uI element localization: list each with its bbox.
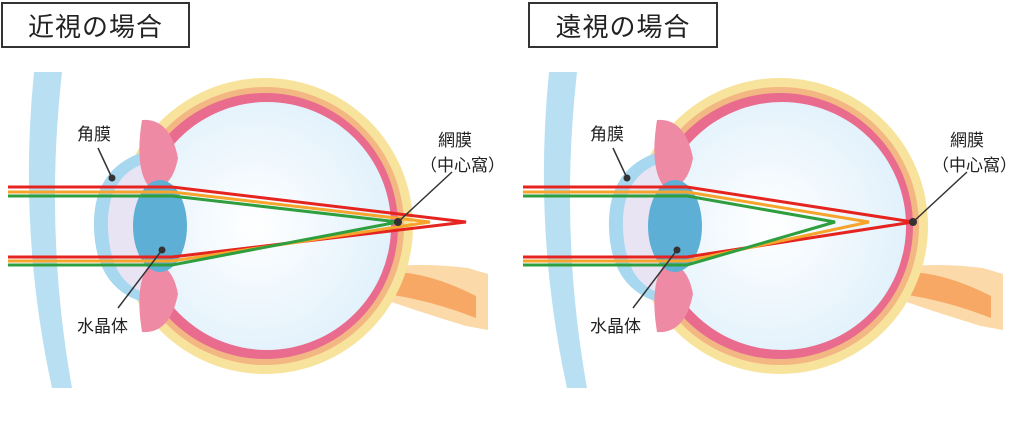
retina-leader-line — [912, 171, 968, 223]
cornea-label: 角膜 — [77, 125, 111, 145]
cornea-leader-line — [612, 147, 628, 179]
cornea-dot — [623, 174, 631, 182]
vitreous-body — [143, 102, 391, 350]
myopia-panel: 近視の場合 角膜 網膜 （中心窩） 水晶体 — [1, 2, 505, 388]
eye-diagram — [8, 72, 488, 388]
cornea-dot — [108, 174, 116, 182]
lens-leader-line — [632, 249, 678, 309]
ray-red — [8, 185, 467, 259]
lens-dot — [673, 246, 681, 254]
iris-upper — [654, 119, 693, 189]
vitreous-body — [658, 102, 906, 350]
eye-group — [8, 72, 488, 388]
cornea-label: 角膜 — [590, 125, 624, 145]
lens-shape — [133, 180, 187, 272]
iris-lower — [139, 263, 178, 333]
retina-label: 網膜 — [438, 131, 472, 151]
eye-diagram — [523, 72, 1003, 388]
optic-nerve — [899, 271, 991, 318]
lens-label: 水晶体 — [590, 317, 641, 337]
lens-label: 水晶体 — [77, 317, 128, 337]
eye-group — [523, 72, 1003, 388]
contact-lens-shape — [543, 72, 587, 388]
panel-title: 近視の場合 — [1, 2, 190, 48]
lens-leader-line — [117, 249, 163, 309]
iris-upper — [139, 119, 178, 189]
ray-orange — [8, 190, 431, 263]
retina-label: 網膜 — [950, 131, 984, 151]
retina-leader-line — [397, 171, 453, 223]
iris-lower — [654, 263, 693, 333]
hyperopia-panel: 遠視の場合 角膜 網膜 （中心窩） 水晶体 — [512, 0, 1024, 427]
lens-shape — [648, 180, 702, 272]
panel-title: 遠視の場合 — [528, 2, 718, 48]
ray-orange — [523, 190, 870, 263]
fovea-label: （中心窩） — [420, 156, 505, 176]
contact-lens-shape — [28, 72, 73, 388]
ray-green — [523, 194, 836, 267]
fovea-label: （中心窩） — [932, 156, 1017, 176]
optic-nerve — [384, 271, 476, 318]
lens-dot — [158, 246, 166, 254]
cornea-leader-line — [97, 147, 113, 179]
